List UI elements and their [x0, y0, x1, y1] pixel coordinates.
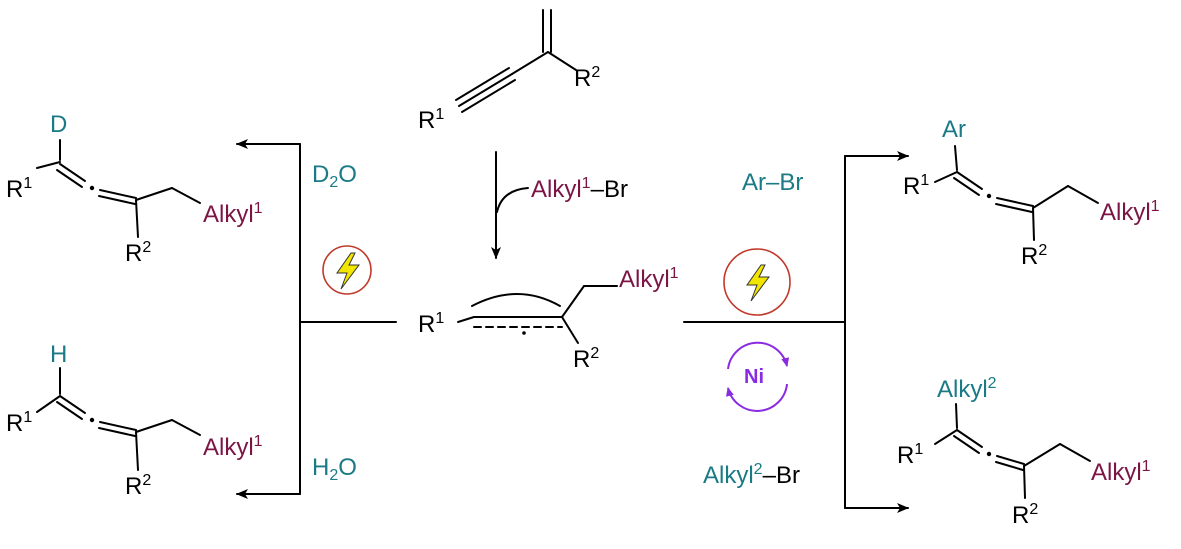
water-reagent: H2O	[312, 456, 357, 484]
bond-dash: –	[762, 462, 776, 489]
r-label: R	[418, 107, 436, 134]
alkyl-label: Alkyl	[703, 462, 754, 489]
protonated-allene-product	[36, 367, 201, 471]
r-index-label: 2	[1038, 242, 1048, 259]
oxygen-label: O	[338, 161, 357, 188]
alkyl-index-label: 1	[1150, 198, 1160, 215]
r-index-label: 2	[142, 472, 152, 489]
r-index-label: 2	[142, 239, 152, 256]
product3-r2-label: R2	[1021, 243, 1047, 269]
cycle-arrows-icon	[726, 341, 790, 412]
bromine-label: Br	[779, 169, 804, 196]
intermediate-r2-label: R2	[573, 346, 599, 372]
enyne-r2-label: R2	[574, 65, 600, 91]
product3-alkyl-label: Alkyl1	[1100, 199, 1160, 225]
alkyl-label: Alkyl	[1100, 199, 1151, 226]
product3-r1-label: R1	[903, 173, 929, 199]
r-index-label: 1	[23, 175, 33, 192]
arylated-allene-product	[934, 145, 1099, 241]
heavy-water-reagent: D2O	[312, 163, 357, 191]
r-label: R	[903, 173, 921, 200]
alkyl-label: Alkyl	[531, 176, 582, 203]
product1-deuterium-label: D	[50, 111, 68, 138]
product2-hydrogen-label: H	[50, 341, 68, 368]
r-label: R	[6, 176, 24, 203]
alkyl-index-label: 1	[581, 175, 591, 192]
hydrogen-label: H	[312, 454, 330, 481]
r-label: R	[1012, 502, 1030, 529]
r-index-label: 2	[590, 345, 600, 362]
alkyl-label: Alkyl	[619, 266, 670, 293]
r-label: R	[573, 346, 591, 373]
product4-alkyl-label: Alkyl1	[1091, 459, 1151, 485]
oxygen-label: O	[338, 454, 357, 481]
alkyl-label: Alkyl	[937, 376, 988, 403]
alkyl-label: Alkyl	[203, 201, 254, 228]
bromine-label: Br	[603, 176, 628, 203]
enyne-r1-label: R1	[418, 107, 444, 133]
r-index-label: 1	[23, 409, 33, 426]
aryl-label: Ar	[742, 169, 766, 196]
r-label: R	[418, 311, 436, 338]
left-branch-arrows	[236, 139, 397, 499]
alkyl-index-label: 2	[987, 375, 997, 392]
r-label: R	[6, 410, 24, 437]
bond-dash: –	[590, 176, 604, 203]
product1-r1-label: R1	[6, 176, 32, 202]
product1-r2-label: R2	[125, 240, 151, 266]
allyl-radical-intermediate	[457, 285, 618, 344]
alkyl-label: Alkyl	[203, 434, 254, 461]
intermediate-r1-label: R1	[418, 311, 444, 337]
intermediate-alkyl-label: Alkyl1	[619, 266, 679, 292]
r-label: R	[1021, 243, 1039, 270]
r-index-label: 2	[1029, 501, 1039, 518]
product4-alkyl2-label: Alkyl2	[937, 376, 997, 402]
subscript-label: 2	[329, 174, 339, 191]
product1-alkyl-label: Alkyl1	[203, 201, 263, 227]
deuterium-label: D	[312, 161, 330, 188]
r-label: R	[897, 442, 915, 469]
alkyl-index-label: 2	[753, 461, 763, 478]
alkyl2-bromide-reagent: Alkyl2–Br	[703, 462, 800, 488]
product4-r1-label: R1	[897, 442, 923, 468]
r-index-label: 1	[920, 172, 930, 189]
r-label: R	[125, 240, 143, 267]
alkyl-bromide-reagent: Alkyl1–Br	[531, 176, 628, 202]
product2-alkyl-label: Alkyl1	[203, 434, 263, 460]
r-index-label: 2	[591, 64, 601, 81]
dialkylated-allene-product	[934, 403, 1091, 499]
bromine-label: Br	[775, 462, 800, 489]
alkyl-index-label: 1	[253, 433, 263, 450]
product2-r1-label: R1	[6, 410, 32, 436]
r-index-label: 1	[435, 106, 445, 123]
right-branch-arrows	[683, 151, 909, 513]
subscript-label: 2	[329, 467, 339, 484]
alkyl-index-label: 1	[669, 265, 679, 282]
curved-reagent-arrow	[496, 187, 529, 213]
r-index-label: 1	[435, 310, 445, 327]
product4-r2-label: R2	[1012, 502, 1038, 528]
alkyl-index-label: 1	[253, 200, 263, 217]
enyne-substrate	[455, 9, 577, 113]
lightning-bolt-icon	[322, 245, 372, 295]
r-label: R	[574, 65, 592, 92]
aryl-bromide-reagent: Ar–Br	[742, 171, 803, 195]
deuterated-allene-product	[36, 139, 201, 238]
bond-dash: –	[766, 169, 780, 196]
nickel-catalyst-label: Ni	[744, 366, 764, 388]
alkyl-index-label: 1	[1141, 458, 1151, 475]
r-label: R	[125, 473, 143, 500]
product2-r2-label: R2	[125, 473, 151, 499]
r-index-label: 1	[914, 441, 924, 458]
alkyl-label: Alkyl	[1091, 459, 1142, 486]
lightning-bolt-icon	[723, 248, 791, 316]
product3-aryl-label: Ar	[942, 116, 966, 143]
